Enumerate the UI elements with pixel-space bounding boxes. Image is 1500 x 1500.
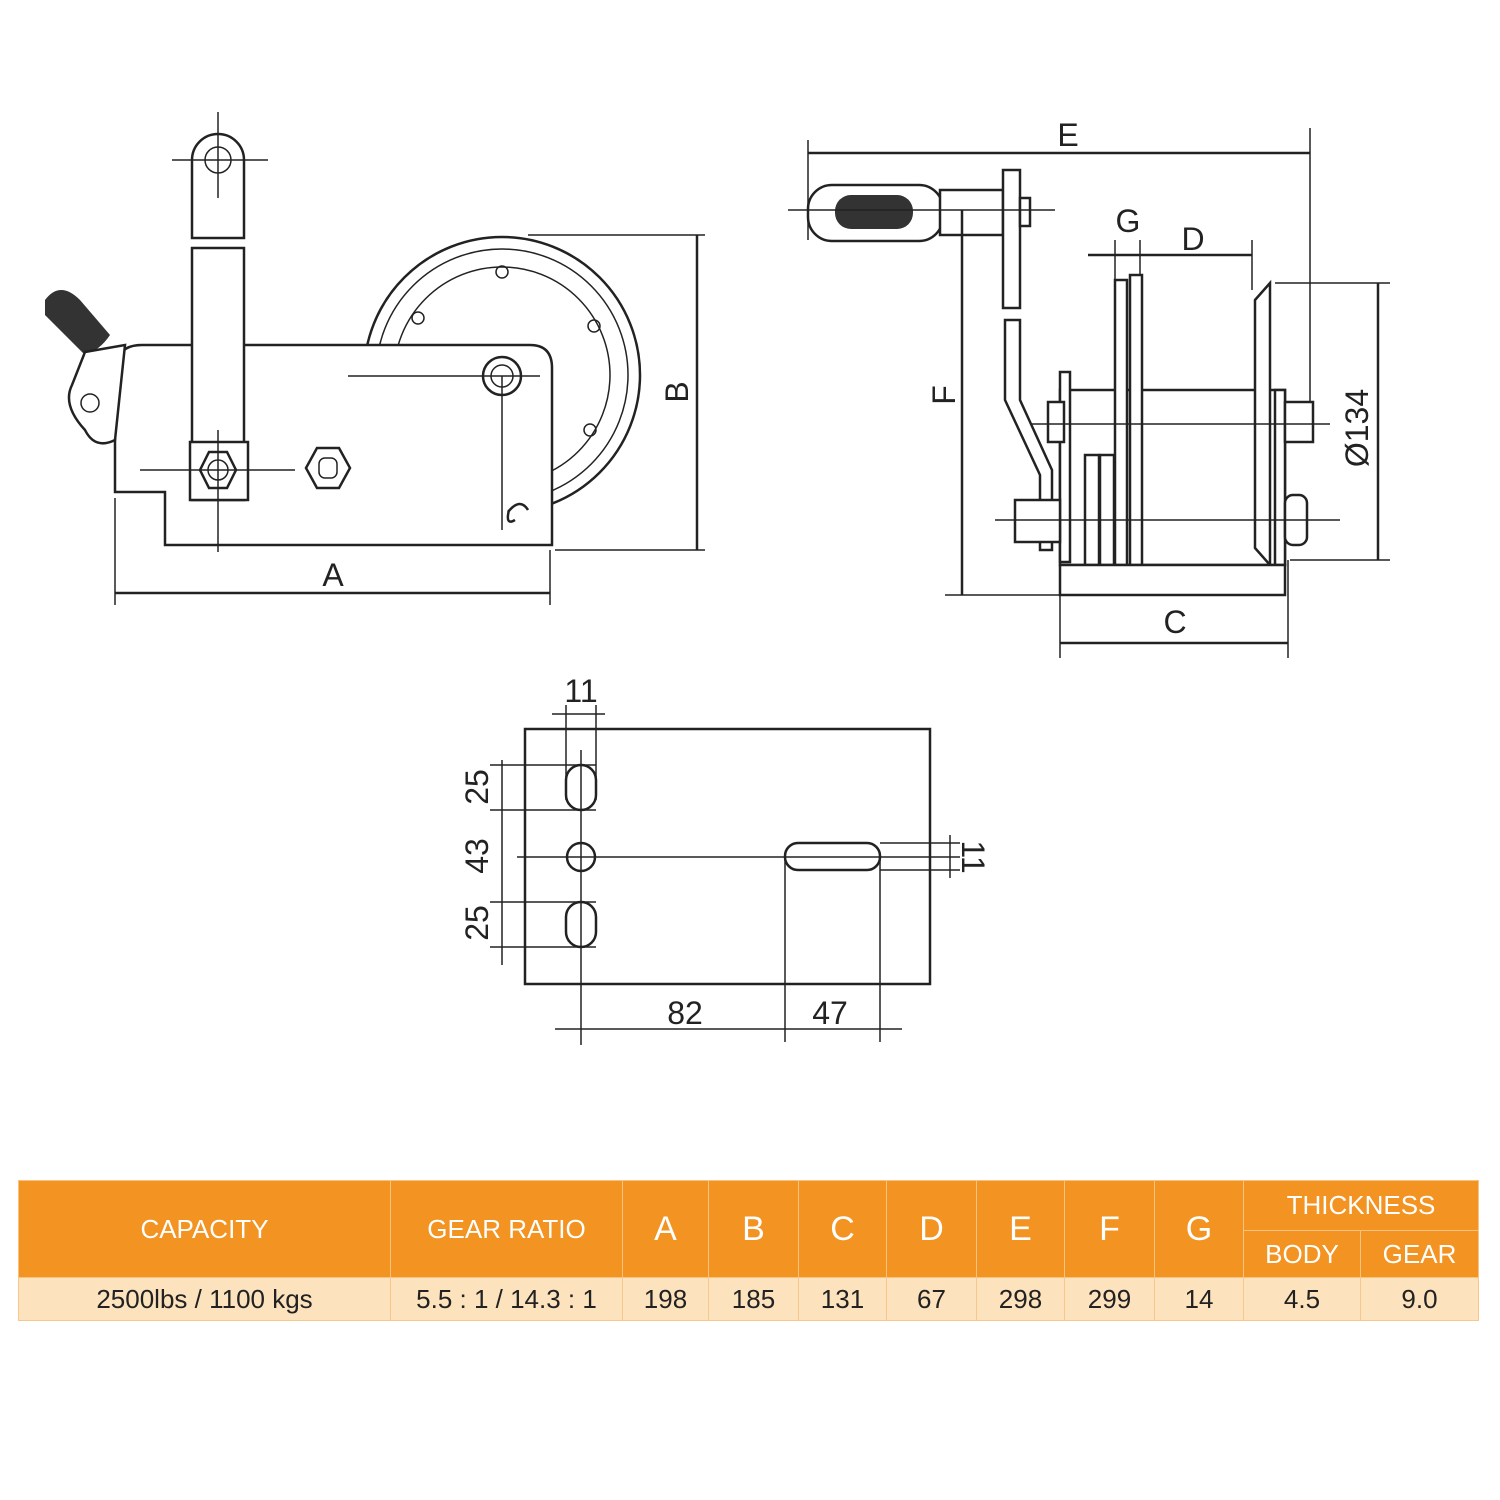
cell-gear-ratio: 5.5 : 1 / 14.3 : 1 [390,1277,623,1321]
base-plate-view: 11 25 43 25 11 82 47 [459,673,991,1045]
brake-lever-knob [45,290,110,355]
header-g: G [1154,1180,1244,1278]
dim-label-spacing-bottom: 25 [459,905,495,941]
hex-nut [304,446,352,490]
cell-d: 67 [886,1277,977,1321]
header-e: E [976,1180,1065,1278]
dim-label-f: F [926,385,962,405]
header-a: A [622,1180,709,1278]
front-view: E F G D Ø134 C [788,117,1390,658]
cell-b: 185 [708,1277,799,1321]
dim-label-a: A [322,557,344,593]
crank-plate [1001,168,1022,310]
dim-label-spacing-mid: 43 [459,838,495,874]
cell-gear: 9.0 [1360,1277,1479,1321]
header-b: B [708,1180,799,1278]
cell-a: 198 [622,1277,709,1321]
dim-label-c: C [1163,604,1186,640]
header-f: F [1064,1180,1155,1278]
side-view: A B [45,112,705,605]
cell-body: 4.5 [1243,1277,1361,1321]
dim-label-b: B [659,381,695,402]
cell-e: 298 [976,1277,1065,1321]
cell-f: 299 [1064,1277,1155,1321]
dim-label-d: D [1181,221,1204,257]
dim-label-slot-width: 11 [955,840,991,873]
winch-technical-drawing: A B E F G D [45,112,1390,1045]
logo-mark [506,502,530,523]
dim-label-drum-diameter: Ø134 [1339,389,1375,467]
cell-g: 14 [1154,1277,1244,1321]
dim-label-g: G [1116,203,1141,239]
dim-label-82: 82 [667,995,703,1031]
header-capacity: CAPACITY [18,1180,391,1278]
header-gear-ratio: GEAR RATIO [390,1180,623,1278]
dim-label-e: E [1057,117,1078,153]
table-row: 2500lbs / 1100 kgs 5.5 : 1 / 14.3 : 1 19… [18,1277,1479,1321]
base-plate [1058,563,1287,597]
header-thickness: THICKNESS [1243,1180,1479,1231]
header-body: BODY [1243,1230,1361,1278]
brake-pawl [67,343,127,445]
dim-label-hole-width: 11 [564,673,597,709]
dim-label-slot-length: 47 [812,995,848,1031]
header-c: C [798,1180,887,1278]
dim-label-spacing-top: 25 [459,769,495,805]
header-d: D [886,1180,977,1278]
cell-c: 131 [798,1277,887,1321]
spec-table: CAPACITY GEAR RATIO A B C D E F G THICKN… [18,1180,1479,1321]
cell-capacity: 2500lbs / 1100 kgs [18,1277,391,1321]
header-gear: GEAR [1360,1230,1479,1278]
